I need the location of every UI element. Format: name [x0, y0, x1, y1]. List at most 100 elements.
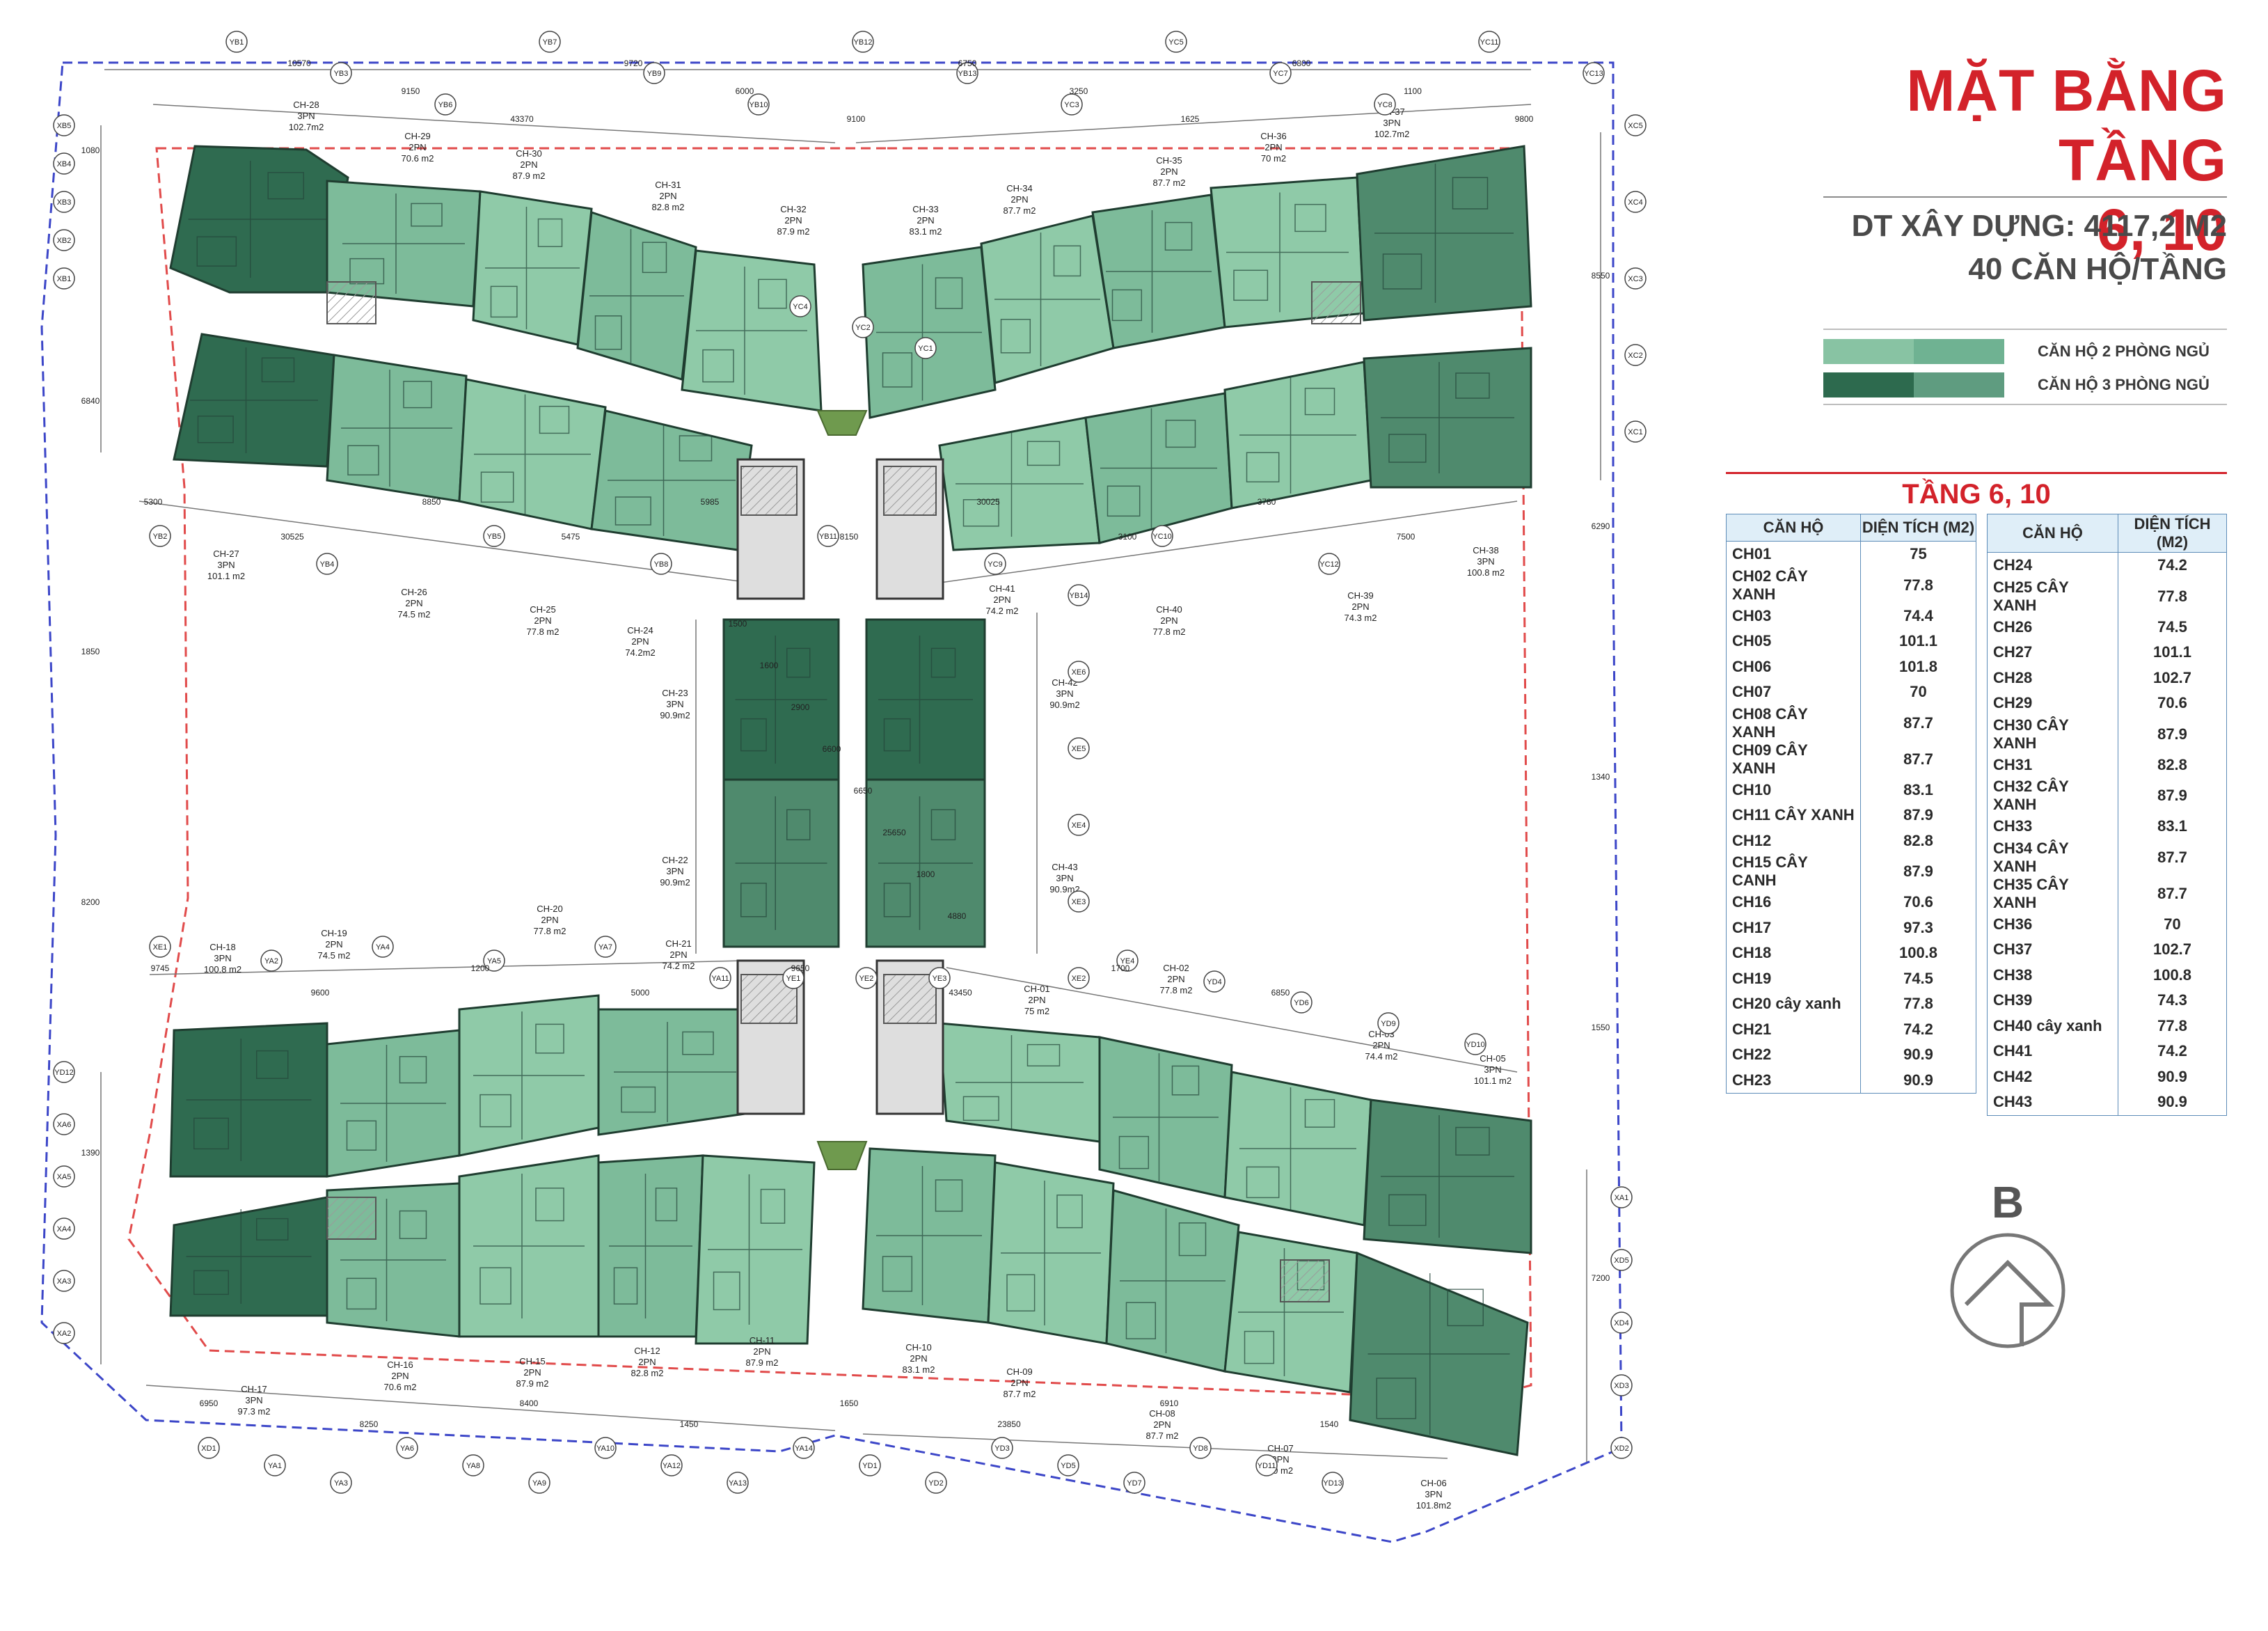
unit-label-line: 2PN — [534, 615, 551, 626]
dimension-value: 6750 — [958, 58, 977, 68]
dimension-value: 1100 — [1404, 86, 1422, 96]
unit-label-line: 3PN — [666, 699, 683, 709]
unit-label-line: CH-15 — [519, 1356, 546, 1366]
grid-tag-label: YB13 — [958, 70, 977, 78]
unit-name: CH37 — [1987, 937, 2118, 963]
grid-tag: YC10 — [1151, 525, 1173, 547]
grid-tag-label: XE3 — [1072, 898, 1086, 906]
unit-label-line: CH-25 — [530, 604, 556, 615]
grid-tag: XE6 — [1068, 661, 1090, 683]
unit-area: 97.3 — [1860, 915, 1976, 940]
unit-area: 101.8 — [1860, 654, 1976, 679]
unit-area: 87.9 — [2118, 716, 2227, 753]
grid-tag-label: YC9 — [988, 560, 1002, 569]
unit-label-line: CH-19 — [321, 928, 347, 938]
grid-tag-label: YA3 — [334, 1479, 348, 1488]
grid-tag: XB2 — [53, 229, 75, 251]
grid-tag-label: YE4 — [1120, 957, 1135, 966]
grid-tag: YC13 — [1583, 62, 1605, 84]
grid-tag-label: YC2 — [855, 324, 870, 332]
grid-tag: XA5 — [53, 1165, 75, 1188]
dimension-value: 6800 — [1292, 58, 1311, 68]
grid-tag-label: YB6 — [438, 101, 453, 109]
room-partitions — [342, 194, 465, 294]
unit-label-line: 83.1 m2 — [910, 226, 942, 237]
grid-tag-label: YA9 — [532, 1479, 546, 1488]
grid-tag-label: YC10 — [1152, 533, 1172, 541]
unit-label-line: 2PN — [917, 215, 934, 226]
unit-label-line: CH-10 — [905, 1342, 932, 1353]
grid-tag-label: YD13 — [1323, 1479, 1342, 1488]
grid-tag: YA14 — [793, 1437, 815, 1459]
grid-tag-label: XA5 — [57, 1173, 72, 1181]
unit-label-line: 2PN — [391, 1371, 409, 1381]
unit-label-line: 3PN — [1056, 873, 1073, 883]
room-partitions — [1367, 1273, 1510, 1435]
grid-tag-label: YE2 — [859, 975, 874, 983]
grid-tag: YC8 — [1374, 93, 1396, 116]
room-partitions — [708, 1174, 802, 1325]
grid-tag-label: YD5 — [1061, 1462, 1075, 1470]
unit-label-line: 2PN — [1160, 166, 1177, 177]
grid-tag-label: YB2 — [153, 533, 168, 541]
dimension-value: 9800 — [1515, 114, 1534, 124]
unit-name: CH19 — [1726, 966, 1861, 991]
grid-tag-label: YA5 — [487, 957, 501, 966]
grid-tag-label: YB11 — [819, 533, 837, 541]
dimension-value: 6600 — [823, 744, 841, 754]
dimension-value: 8200 — [81, 897, 100, 907]
unit-name: CH02 CÂY XANH — [1726, 567, 1861, 604]
grid-tag-label: XD1 — [201, 1444, 216, 1453]
unit-area: 83.1 — [2118, 814, 2227, 840]
grid-tag: YA4 — [372, 936, 394, 958]
grid-tag-label: YD7 — [1127, 1479, 1141, 1488]
unit-label-line: 75 m2 — [1024, 1006, 1049, 1016]
grid-tag: YE3 — [928, 967, 951, 989]
unit-area: 87.7 — [1860, 741, 1976, 778]
room-partitions — [614, 1022, 736, 1122]
dimension-value: 1700 — [1111, 963, 1130, 973]
unit-label-line: CH-11 — [750, 1335, 775, 1346]
grid-tag-label: XC1 — [1628, 428, 1642, 436]
unit-label-line: CH-31 — [655, 180, 681, 190]
grid-tag: YA2 — [260, 950, 283, 972]
grid-tag: XD1 — [198, 1437, 220, 1459]
unit-label-line: 2PN — [669, 950, 687, 960]
grid-tag: XA1 — [1610, 1186, 1633, 1208]
dimension-value: 1450 — [680, 1419, 699, 1429]
grid-tag-label: XE1 — [153, 943, 168, 952]
dimension-values: 1057091504337097206000910067503250162568… — [81, 58, 1610, 1429]
unit-label-line: CH-30 — [516, 148, 542, 159]
unit-area: 74.4 — [1860, 603, 1976, 629]
dimension-value: 1600 — [760, 661, 779, 670]
unit-label-line: 70.6 m2 — [384, 1382, 417, 1392]
unit-label-line: 2PN — [1160, 615, 1177, 626]
grid-tag-label: YA6 — [400, 1444, 414, 1453]
grid-tag: YA8 — [462, 1454, 484, 1476]
grid-tag: YE2 — [855, 967, 878, 989]
grid-tag: YA13 — [727, 1472, 749, 1494]
unit-label-line: 74.5 m2 — [398, 609, 431, 620]
legend-item-3-bedroom: CĂN HỘ 3 PHÒNG NGỦ — [1823, 372, 2227, 397]
grid-tag: YC2 — [852, 316, 874, 338]
unit-name: CH22 — [1726, 1042, 1861, 1068]
construction-area: DT XÂY DỰNG: 4117,2 M2 — [1851, 209, 2227, 243]
unit-label-line: 101.8m2 — [1416, 1500, 1452, 1511]
